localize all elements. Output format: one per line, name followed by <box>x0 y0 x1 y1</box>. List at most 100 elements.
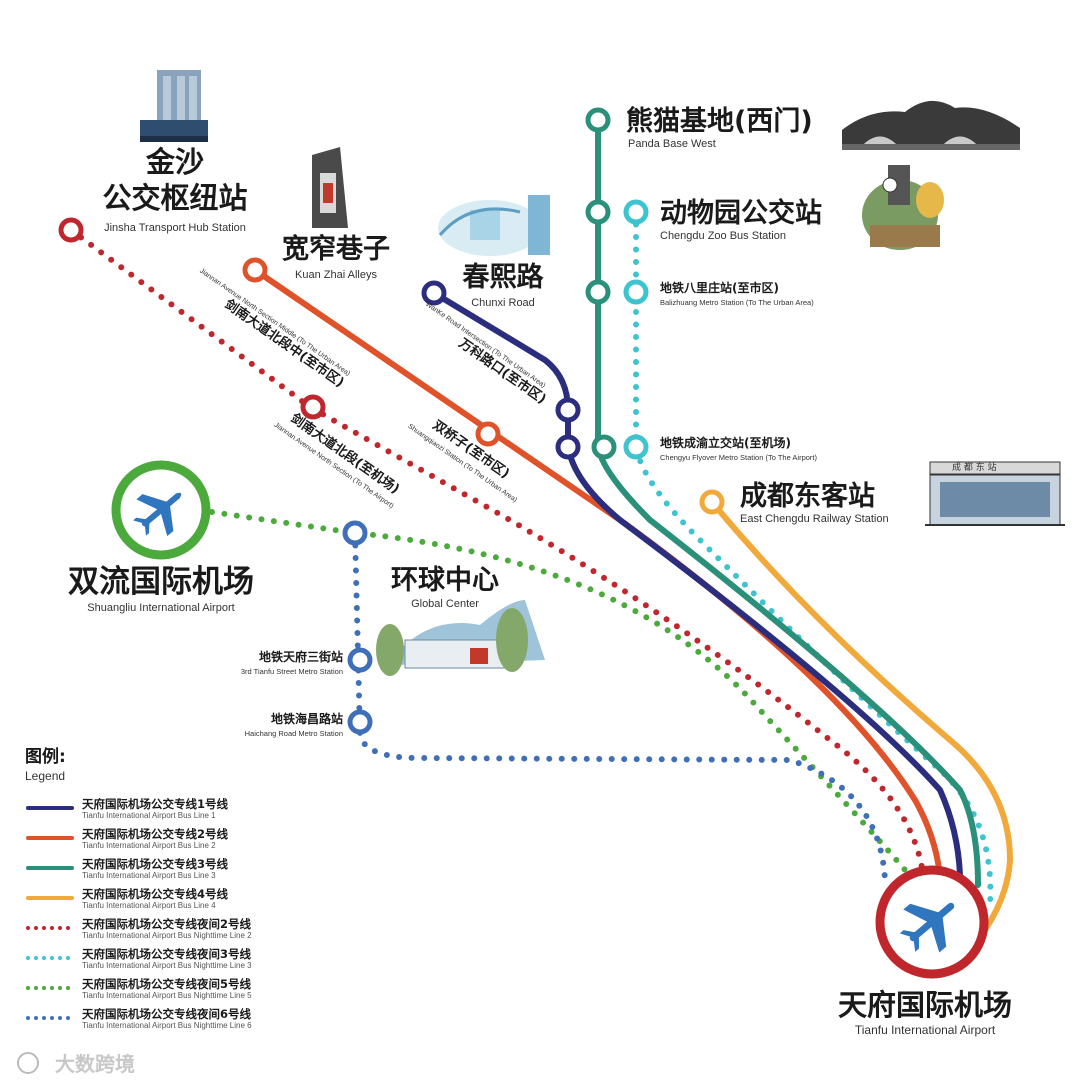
station-marker-zoo-line3 <box>585 199 611 225</box>
station-marker-east <box>699 489 725 515</box>
nighttime-line-5-route <box>209 509 908 873</box>
station-marker-balizhuang-night3 <box>623 279 649 305</box>
station-marker-jiannan-mid <box>300 394 326 420</box>
jinsha-building-illustration <box>140 70 208 142</box>
plane-icon <box>133 492 182 537</box>
tianfu3-name-en: 3rd Tianfu Street Metro Station <box>241 667 343 676</box>
legend-item-label: 天府国际机场公交专线4号线 <box>82 887 229 901</box>
haichang-name: 地铁海昌路站 <box>271 711 343 726</box>
east-name-en: East Chengdu Railway Station <box>740 513 889 525</box>
shuangliu-name: 双流国际机场 <box>68 564 254 600</box>
station-label-balizhuang: 地铁八里庄站(至市区) Balizhuang Metro Station (To… <box>660 280 814 307</box>
kuanzhai-name-en: Kuan Zhai Alleys <box>295 269 377 281</box>
station-label-zoo: 动物园公交站 Chengdu Zoo Bus Station <box>660 197 822 242</box>
station-marker-chengyu-night3 <box>623 434 649 460</box>
station-label-jiannan-mid: 剑南大道北段中(至市区) Jiannan Avenue North Sectio… <box>198 267 351 391</box>
line-3-route <box>595 117 981 888</box>
zoo-name: 动物园公交站 <box>660 197 822 229</box>
jiannan-north-name: 剑南大道北段(至机场) <box>287 410 403 498</box>
jiannan-north-name-en: Jiannan Avenue North Section (To The Air… <box>273 422 395 510</box>
panda-name: 熊猫基地(西门) <box>626 105 813 137</box>
station-label-tianfu: 天府国际机场 Tianfu International Airport <box>838 988 1012 1037</box>
station-label-chunxi: 春熙路 Chunxi Road <box>463 261 545 309</box>
station-label-global: 环球中心 Global Center <box>391 565 499 610</box>
legend-item-label: 天府国际机场公交专线夜间6号线 <box>82 1007 252 1021</box>
watermark-logo-icon <box>17 1052 39 1074</box>
station-label-chengyu: 地铁成渝立交站(至机场) Chengyu Flyover Metro Stati… <box>660 435 818 462</box>
station-marker-chengyu-line1 <box>555 434 581 460</box>
global-name: 环球中心 <box>391 565 499 596</box>
station-label-east: 成都东客站 East Chengdu Railway Station <box>740 480 889 525</box>
station-marker-jinsha <box>58 217 84 243</box>
wanke-name-en: WanKe Road Intersection (To The Urban Ar… <box>424 301 547 390</box>
legend-item-label-en: Tianfu International Airport Bus Line 4 <box>82 901 216 910</box>
chunxi-building-illustration <box>438 195 550 256</box>
chengyu-name: 地铁成渝立交站(至机场) <box>660 435 791 450</box>
station-label-jinsha: 金沙 公交枢纽站 Jinsha Transport Hub Station <box>102 145 247 234</box>
station-label-kuanzhai: 宽窄巷子 Kuan Zhai Alleys <box>282 233 390 281</box>
chunxi-name-en: Chunxi Road <box>471 297 535 309</box>
legend-item-label: 天府国际机场公交专线2号线 <box>82 827 229 841</box>
jinsha-name-line1: 金沙 <box>145 145 204 179</box>
plane-icon <box>899 902 955 953</box>
balizhuang-name: 地铁八里庄站(至市区) <box>660 280 779 295</box>
station-marker-kuanzhai <box>242 257 268 283</box>
station-marker-haichang <box>347 709 373 735</box>
shuangliu-airport-marker <box>111 460 211 560</box>
station-marker-balizhuang-line3 <box>585 279 611 305</box>
station-label-panda: 熊猫基地(西门) Panda Base West <box>626 105 813 150</box>
tianfu-airport-marker <box>875 865 989 979</box>
station-marker-chengyu-line3 <box>591 434 617 460</box>
tianfu-name: 天府国际机场 <box>838 988 1012 1022</box>
station-marker-global <box>342 520 368 546</box>
legend-item-label: 天府国际机场公交专线1号线 <box>82 797 229 811</box>
station-label-shuangliu: 双流国际机场 Shuangliu International Airport <box>68 564 254 614</box>
legend-title-en: Legend <box>25 769 65 783</box>
nighttime-line-2-route <box>68 227 925 871</box>
legend-item-label-en: Tianfu International Airport Bus Nightti… <box>82 991 252 1000</box>
station-marker-wanke <box>555 397 581 423</box>
watermark: 大数跨境 <box>17 1052 135 1076</box>
panda-base-gate-illustration <box>842 100 1020 150</box>
station-markers <box>58 107 725 735</box>
station-label-tianfu3: 地铁天府三街站 3rd Tianfu Street Metro Station <box>241 649 343 676</box>
chunxi-name: 春熙路 <box>463 261 545 293</box>
station-marker-zoo-night3 <box>623 199 649 225</box>
jinsha-name-en: Jinsha Transport Hub Station <box>104 222 246 234</box>
wanke-name: 万科路口(至市区) <box>455 335 549 408</box>
kuanzhai-gate-illustration <box>312 147 348 228</box>
east-name: 成都东客站 <box>740 480 875 512</box>
panda-name-en: Panda Base West <box>628 138 716 150</box>
legend-item-label: 天府国际机场公交专线夜间5号线 <box>82 977 252 991</box>
nighttime-line-3-route <box>633 209 994 908</box>
station-marker-chunxi <box>421 280 447 306</box>
legend-title: 图例: <box>25 746 66 767</box>
line-4-route <box>709 499 1014 933</box>
watermark-text: 大数跨境 <box>55 1052 135 1076</box>
zoo-illustration <box>862 165 944 250</box>
global-name-en: Global Center <box>411 598 479 610</box>
nighttime-line-6-route <box>352 530 888 883</box>
legend-item-label: 天府国际机场公交专线夜间3号线 <box>82 947 252 961</box>
zoo-name-en: Chengdu Zoo Bus Station <box>660 230 786 242</box>
station-label-haichang: 地铁海昌路站 Haichang Road Metro Station <box>245 711 343 738</box>
svg-text:成 都 东 站: 成 都 东 站 <box>952 461 997 473</box>
legend-item-label: 天府国际机场公交专线3号线 <box>82 857 229 871</box>
chengyu-name-en: Chengyu Flyover Metro Station (To The Ai… <box>660 453 818 462</box>
haichang-name-en: Haichang Road Metro Station <box>245 729 343 738</box>
legend-item-label-en: Tianfu International Airport Bus Line 3 <box>82 871 216 880</box>
global-center-illustration <box>376 600 545 676</box>
legend-item-label-en: Tianfu International Airport Bus Nightti… <box>82 961 252 970</box>
jiannan-mid-name: 剑南大道北段中(至市区) <box>221 296 347 391</box>
tianfu3-name: 地铁天府三街站 <box>259 649 343 664</box>
legend-item-label-en: Tianfu International Airport Bus Line 1 <box>82 811 216 820</box>
